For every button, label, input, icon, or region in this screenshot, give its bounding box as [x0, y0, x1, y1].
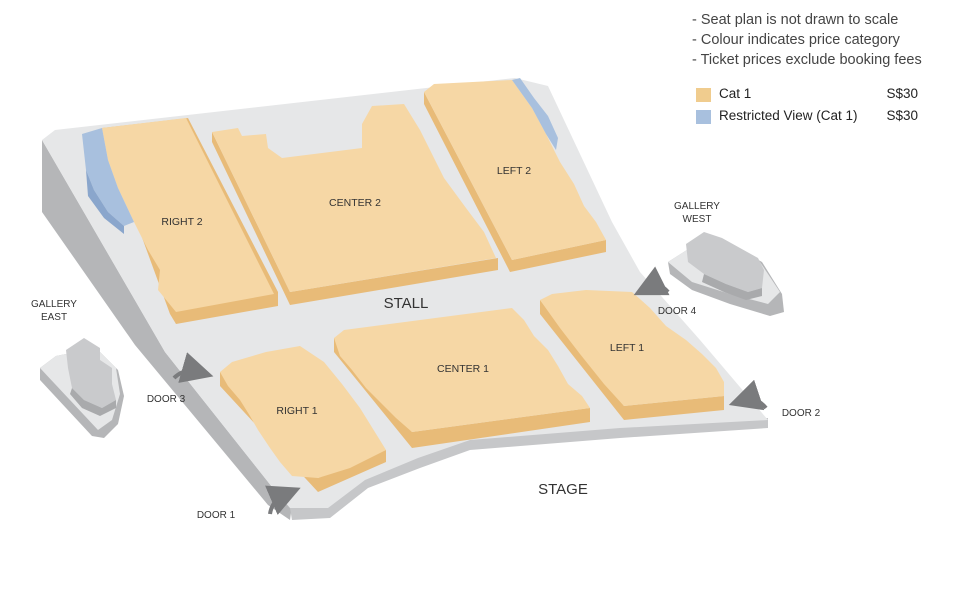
door-4-arrow-icon — [633, 266, 670, 296]
door-1-arrow-icon — [264, 485, 301, 516]
legend-swatch-restricted — [696, 110, 711, 124]
price-legend: Cat 1 S$30 Restricted View (Cat 1) S$30 — [696, 86, 926, 130]
section-left-1[interactable]: LEFT 1 — [540, 290, 724, 420]
legend-price-cat1: S$30 — [886, 86, 918, 101]
section-label-left-2: LEFT 2 — [497, 165, 531, 177]
door-4-label: DOOR 4 — [658, 306, 697, 317]
section-label-center-1: CENTER 1 — [437, 363, 489, 375]
legend-label-cat1: Cat 1 — [719, 86, 752, 101]
auditorium-wall — [42, 140, 292, 520]
gallery-east-label-line2: EAST — [41, 312, 67, 323]
gallery-east[interactable]: GALLERY EAST — [31, 299, 124, 438]
door-2-arrow-icon — [728, 379, 768, 411]
legend-row-restricted: Restricted View (Cat 1) S$30 — [696, 108, 926, 130]
gallery-east-label-line1: GALLERY — [31, 299, 77, 310]
auditorium-floor — [42, 78, 768, 508]
section-center-1[interactable]: CENTER 1 — [334, 308, 590, 448]
legend-label-restricted: Restricted View (Cat 1) — [719, 108, 858, 123]
door-3-arrow-icon — [172, 352, 214, 383]
door-1-label: DOOR 1 — [197, 510, 236, 521]
section-label-right-2: RIGHT 2 — [161, 216, 202, 228]
note-fees: - Ticket prices exclude booking fees — [692, 52, 922, 68]
seat-plan-notes: - Seat plan is not drawn to scale - Colo… — [692, 10, 922, 70]
door-1[interactable]: DOOR 1 — [197, 485, 301, 521]
note-colour: - Colour indicates price category — [692, 32, 900, 48]
gallery-west[interactable]: GALLERY WEST — [668, 201, 784, 316]
section-label-right-1: RIGHT 1 — [276, 405, 317, 417]
stage-label: STAGE — [538, 481, 588, 498]
stall-label: STALL — [384, 295, 429, 312]
section-label-left-1: LEFT 1 — [610, 342, 644, 354]
note-scale: - Seat plan is not drawn to scale — [692, 12, 899, 28]
stage-front-wall — [290, 418, 768, 520]
legend-price-restricted: S$30 — [886, 108, 918, 123]
door-3[interactable]: DOOR 3 — [147, 352, 214, 405]
door-3-label: DOOR 3 — [147, 394, 186, 405]
door-2[interactable]: DOOR 2 — [728, 379, 821, 419]
section-center-2[interactable]: CENTER 2 — [212, 104, 498, 305]
section-right-2[interactable]: RIGHT 2 — [82, 118, 278, 324]
gallery-west-label-line1: GALLERY — [674, 201, 720, 212]
section-left-2[interactable]: LEFT 2 — [424, 78, 606, 272]
gallery-west-label-line2: WEST — [683, 214, 712, 225]
section-label-center-2: CENTER 2 — [329, 197, 381, 209]
section-right-1[interactable]: RIGHT 1 — [220, 346, 386, 492]
door-4[interactable]: DOOR 4 — [633, 266, 697, 317]
legend-swatch-cat1 — [696, 88, 711, 102]
door-2-label: DOOR 2 — [782, 408, 821, 419]
legend-row-cat1: Cat 1 S$30 — [696, 86, 926, 108]
